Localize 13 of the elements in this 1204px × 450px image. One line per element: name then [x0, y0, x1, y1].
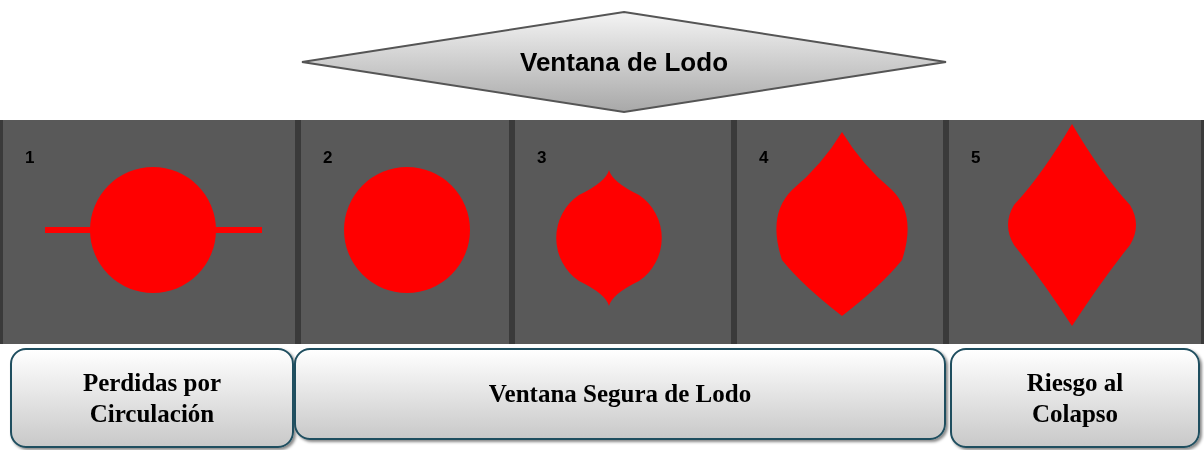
panel-number: 2 [323, 148, 333, 168]
category-box [294, 348, 946, 440]
panel-number: 3 [537, 148, 547, 168]
category-box [950, 348, 1200, 448]
category-box [10, 348, 294, 448]
panel-number: 5 [971, 148, 981, 168]
category-label: Ventana Segura de Lodo [488, 379, 752, 410]
category-label: Perdidas por Circulación [81, 367, 223, 429]
category-label: Riesgo al Colapso [1025, 367, 1125, 429]
banner-title: Ventana de Lodo [520, 46, 728, 78]
panel-number: 4 [759, 148, 769, 168]
panel-number: 1 [25, 148, 35, 168]
diamond-banner [300, 10, 948, 114]
